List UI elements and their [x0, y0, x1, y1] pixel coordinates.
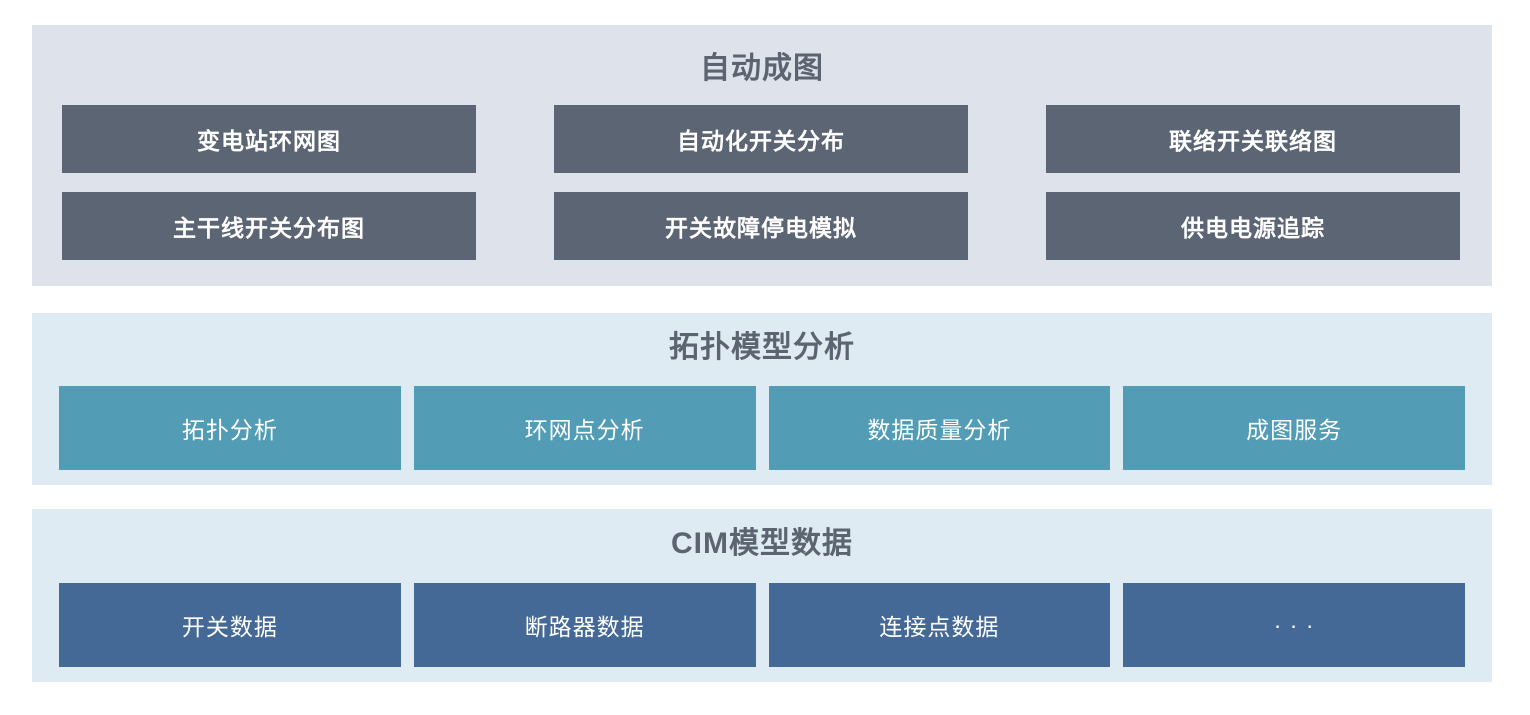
block-trunk-line-switch-distribution-diagram: 主干线开关分布图: [62, 192, 476, 260]
topology-block-grid: 拓扑分析 环网点分析 数据质量分析 成图服务: [32, 386, 1492, 470]
section-cim-model-data: CIM模型数据 开关数据 断路器数据 连接点数据 · · ·: [32, 509, 1492, 682]
block-automation-switch-distribution: 自动化开关分布: [554, 105, 968, 173]
block-data-quality-analysis: 数据质量分析: [768, 386, 1111, 470]
cim-block-grid: 开关数据 断路器数据 连接点数据 · · ·: [32, 583, 1492, 667]
block-substation-ring-network-diagram: 变电站环网图: [62, 105, 476, 173]
block-switch-data: 开关数据: [59, 583, 401, 667]
section-title-cim-model-data: CIM模型数据: [671, 527, 853, 560]
block-more-ellipsis: · · ·: [1123, 583, 1465, 667]
block-tie-switch-connection-diagram: 联络开关联络图: [1046, 105, 1460, 173]
block-connection-point-data: 连接点数据: [768, 583, 1111, 667]
block-breaker-data: 断路器数据: [413, 583, 756, 667]
section-auto-drawing: 自动成图 变电站环网图 自动化开关分布 联络开关联络图 主干线开关分布图 开关故…: [32, 25, 1492, 286]
section-title-topology-model-analysis: 拓扑模型分析: [669, 331, 855, 364]
block-diagram-service: 成图服务: [1123, 386, 1465, 470]
section-title-auto-drawing: 自动成图: [700, 52, 824, 85]
block-switch-fault-outage-simulation: 开关故障停电模拟: [554, 192, 968, 260]
auto-drawing-block-grid: 变电站环网图 自动化开关分布 联络开关联络图 主干线开关分布图 开关故障停电模拟…: [32, 105, 1492, 260]
block-power-supply-source-tracing: 供电电源追踪: [1046, 192, 1460, 260]
block-topology-analysis: 拓扑分析: [59, 386, 401, 470]
block-ring-point-analysis: 环网点分析: [413, 386, 756, 470]
section-topology-model-analysis: 拓扑模型分析 拓扑分析 环网点分析 数据质量分析 成图服务: [32, 313, 1492, 485]
